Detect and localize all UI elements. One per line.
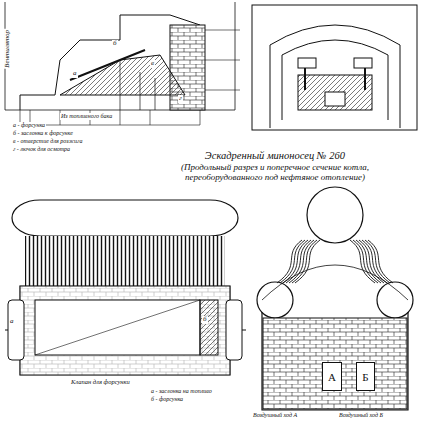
water-tube — [368, 240, 393, 283]
pipe-note: Из топливного бака — [60, 113, 113, 120]
passage-name: Воздушный ход А — [252, 412, 298, 419]
box-letter: Б — [357, 371, 374, 383]
callout-letter: б — [112, 40, 118, 48]
water-tube — [365, 240, 390, 283]
callout-letter: б — [202, 316, 208, 324]
callout-letter: а — [9, 318, 15, 326]
legend-note: в - отверстие для розжига — [12, 138, 83, 145]
water-tube — [277, 240, 302, 283]
passage-name: Воздушный ход Б — [338, 412, 384, 419]
legend-note: г - лючок для осмотра — [12, 146, 71, 153]
box-letter: А — [323, 371, 341, 383]
callout-letter: а — [72, 70, 78, 78]
figure-title: Эскадренный миноносец № 260 — [150, 150, 400, 162]
part-name: Клапан для форсунки — [70, 378, 131, 385]
figure-caption: (Продольный разрез и поперечное сечение … — [150, 163, 400, 183]
legend-note: а - форсунка — [12, 122, 46, 129]
callout-letter: г — [178, 95, 183, 103]
callout-letter: в — [150, 60, 155, 68]
legend-note: б - заслонка к форсунке — [12, 130, 74, 137]
legend-note: а - заслонка на топливо — [150, 388, 213, 395]
air-box: Б — [356, 362, 375, 391]
air-box: А — [322, 362, 342, 391]
vertical-note: Вентилятор — [4, 29, 12, 69]
legend-note: б - форсунка — [150, 396, 184, 403]
water-tube — [280, 240, 305, 283]
